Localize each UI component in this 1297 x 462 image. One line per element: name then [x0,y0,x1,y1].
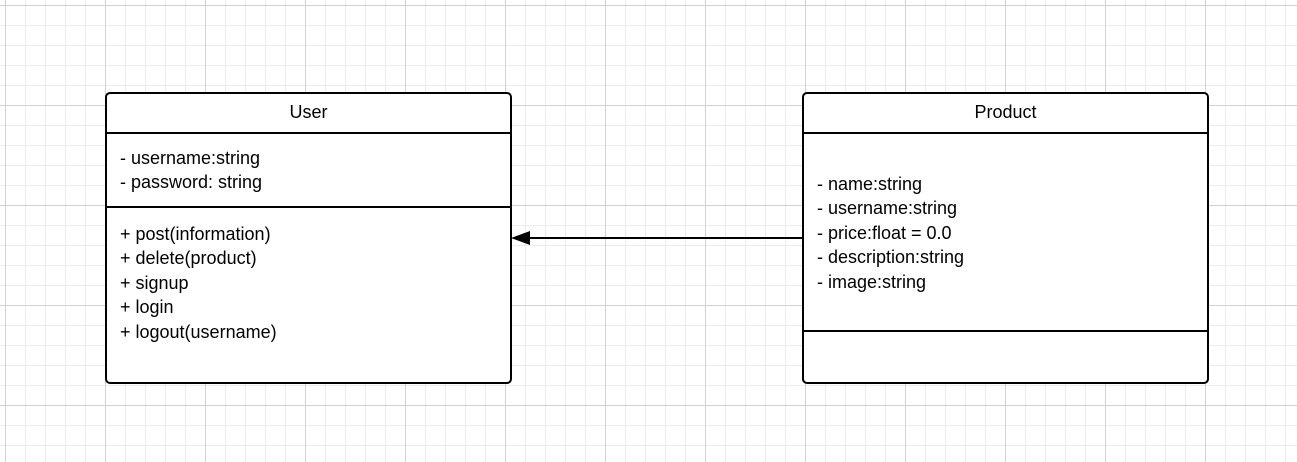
class-user-divider [107,206,510,208]
attribute: - name:string [817,174,923,194]
operation: + login [120,297,174,318]
attribute: - password: string [120,172,263,193]
attribute: - image:string [817,271,927,292]
operation: + post(information) [120,224,271,244]
class-user[interactable]: User - username:string - password: strin… [105,92,512,384]
class-product-divider [804,330,1207,332]
attribute: - price:float = 0.0 [817,222,952,243]
attribute: - description:string [817,247,965,268]
class-product[interactable]: Product - name:string - username:string … [802,92,1209,384]
class-product-name: Product [804,94,1207,134]
operation: + signup [120,272,189,293]
class-user-operations: + post(information) + delete(product) + … [107,222,510,344]
operation: + logout(username) [120,321,277,342]
class-user-attributes: - username:string - password: string [107,146,510,195]
attribute: - username:string [120,148,261,168]
arrowhead-icon [511,231,530,245]
attribute: - username:string [817,198,958,219]
class-product-attributes: - name:string - username:string - price:… [804,172,1207,294]
class-user-name: User [107,94,510,134]
operation: + delete(product) [120,248,257,269]
